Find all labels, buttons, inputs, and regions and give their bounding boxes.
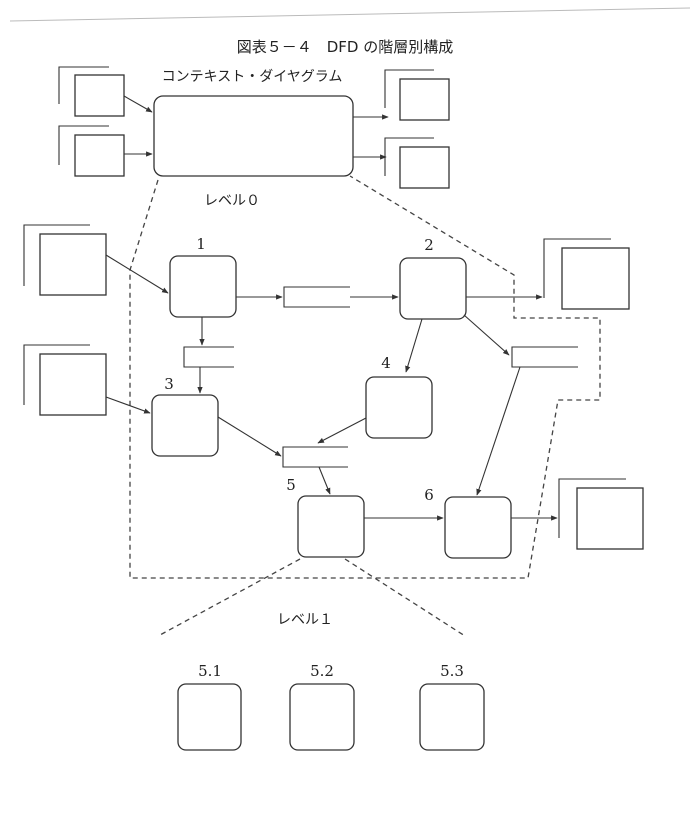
flow-p4-to-store4 <box>317 417 367 444</box>
context-external-entity-1 <box>58 66 125 117</box>
level1-label: レベル１ <box>277 612 333 628</box>
context-flow-in-1 <box>123 95 153 113</box>
process-5-2: 5.2 <box>289 662 355 751</box>
level0-label: レベル０ <box>204 193 260 209</box>
context-external-entity-3 <box>384 69 450 121</box>
process-5-2-number: 5.2 <box>310 662 334 680</box>
level0-external-entity-1 <box>23 224 107 296</box>
process-2: 2 <box>399 236 467 320</box>
process-6-number: 6 <box>424 486 434 504</box>
process-5-number: 5 <box>286 476 296 494</box>
process-4: 4 <box>365 354 433 439</box>
process-4-number: 4 <box>381 354 391 372</box>
data-store-1 <box>283 286 350 308</box>
level0-expansion-boundary <box>129 175 601 579</box>
flow-p2-to-store3 <box>463 314 510 356</box>
process-5-3-number: 5.3 <box>440 662 464 680</box>
process-5-1: 5.1 <box>177 662 242 751</box>
level1-expansion-line-right <box>344 558 466 637</box>
level0-external-entity-2 <box>23 344 107 416</box>
process-5-3: 5.3 <box>419 662 485 751</box>
figure-title: 図表５－４ DFD の階層別構成 <box>237 38 454 56</box>
process-6: 6 <box>424 486 512 559</box>
context-external-entity-4 <box>384 137 450 189</box>
flow-p2-to-p4 <box>405 318 423 373</box>
data-store-2 <box>183 346 234 368</box>
context-external-entity-2 <box>58 125 125 177</box>
process-3: 3 <box>151 375 219 457</box>
flow-entity2-to-p3 <box>105 396 151 414</box>
process-1-number: 1 <box>196 235 206 253</box>
process-2-number: 2 <box>424 236 434 254</box>
flow-store4-to-p5 <box>318 466 331 495</box>
process-5: 5 <box>286 476 365 558</box>
process-1: 1 <box>169 235 237 318</box>
process-5-1-number: 5.1 <box>198 662 222 680</box>
flow-entity1-to-p1 <box>105 254 169 294</box>
data-store-3 <box>511 346 578 368</box>
level0-external-entity-4 <box>558 478 644 550</box>
data-store-4 <box>282 446 348 468</box>
flow-p3-to-store4 <box>217 416 282 457</box>
scan-artifact-line <box>9 7 690 22</box>
process-3-number: 3 <box>164 375 174 393</box>
context-process <box>153 95 354 177</box>
level0-external-entity-3 <box>543 238 630 310</box>
flow-store3-to-p6 <box>476 366 521 496</box>
context-diagram-label: コンテキスト・ダイヤグラム <box>162 69 343 85</box>
